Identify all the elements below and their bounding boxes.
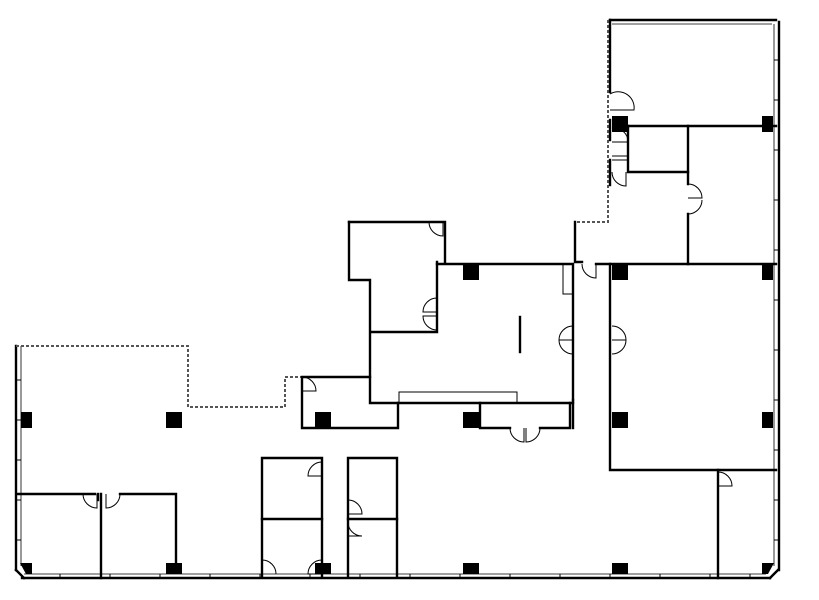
columns: [20, 116, 774, 574]
doors: [82, 91, 733, 575]
exterior-wall: [14, 18, 781, 580]
interior-walls: [16, 18, 778, 580]
dashed-boundary: [16, 20, 609, 408]
